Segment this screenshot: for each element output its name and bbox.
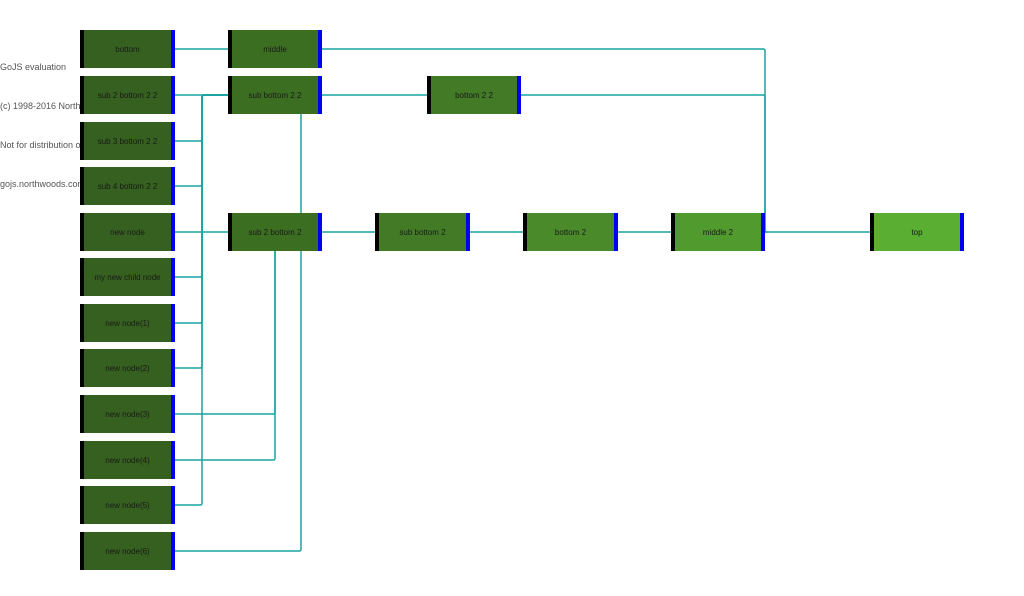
node-nn3[interactable]: new node(3) xyxy=(80,395,175,433)
node-label: sub 2 bottom 2 xyxy=(248,227,302,237)
node-label: middle 2 xyxy=(702,227,734,237)
node-label: top xyxy=(911,227,923,237)
node-label: new node xyxy=(110,227,145,237)
node-label: new node(3) xyxy=(105,409,150,419)
node-newnode[interactable]: new node xyxy=(80,213,175,251)
node-label: new node(2) xyxy=(105,363,150,373)
node-label: sub 4 bottom 2 2 xyxy=(97,181,158,191)
node-b2[interactable]: bottom 2 xyxy=(523,213,618,251)
node-label: sub 3 bottom 2 2 xyxy=(97,136,158,146)
node-label: sub bottom 2 2 xyxy=(248,90,302,100)
node-nn4[interactable]: new node(4) xyxy=(80,441,175,479)
node-subb2[interactable]: sub bottom 2 xyxy=(375,213,470,251)
node-sub2b22[interactable]: sub 2 bottom 2 2 xyxy=(80,76,175,114)
node-m2[interactable]: middle 2 xyxy=(671,213,765,251)
node-label: new node(4) xyxy=(105,455,150,465)
node-label: my new child node xyxy=(94,272,161,282)
node-top[interactable]: top xyxy=(870,213,964,251)
node-nn1[interactable]: new node(1) xyxy=(80,304,175,342)
node-label: new node(6) xyxy=(105,546,150,556)
node-middle[interactable]: middle xyxy=(228,30,322,68)
link-nn5-to-subb22[interactable] xyxy=(175,94,228,506)
node-label: new node(5) xyxy=(105,500,150,510)
node-nn6[interactable]: new node(6) xyxy=(80,532,175,570)
node-label: middle xyxy=(263,44,287,54)
node-label: bottom xyxy=(115,44,140,54)
link-b22-to-m2[interactable] xyxy=(521,94,768,233)
node-sub4b22[interactable]: sub 4 bottom 2 2 xyxy=(80,167,175,205)
node-subb22[interactable]: sub bottom 2 2 xyxy=(228,76,322,114)
node-bottom[interactable]: bottom xyxy=(80,30,175,68)
node-nn2[interactable]: new node(2) xyxy=(80,349,175,387)
node-label: new node(1) xyxy=(105,318,150,328)
watermark-line: GoJS evaluation xyxy=(0,62,67,72)
node-nn5[interactable]: new node(5) xyxy=(80,486,175,524)
node-mychild[interactable]: my new child node xyxy=(80,258,175,296)
node-sub2b2[interactable]: sub 2 bottom 2 xyxy=(228,213,322,251)
node-label: sub bottom 2 xyxy=(399,227,446,237)
link-middle-to-m2[interactable] xyxy=(322,48,768,233)
node-sub3b22[interactable]: sub 3 bottom 2 2 xyxy=(80,122,175,160)
node-label: bottom 2 2 xyxy=(455,90,493,100)
link-nn4-to-sub2b2[interactable] xyxy=(175,231,278,461)
watermark-line: gojs.northwoods.com xyxy=(0,179,86,189)
node-b22[interactable]: bottom 2 2 xyxy=(427,76,521,114)
node-label: sub 2 bottom 2 2 xyxy=(97,90,158,100)
node-label: bottom 2 xyxy=(554,227,587,237)
